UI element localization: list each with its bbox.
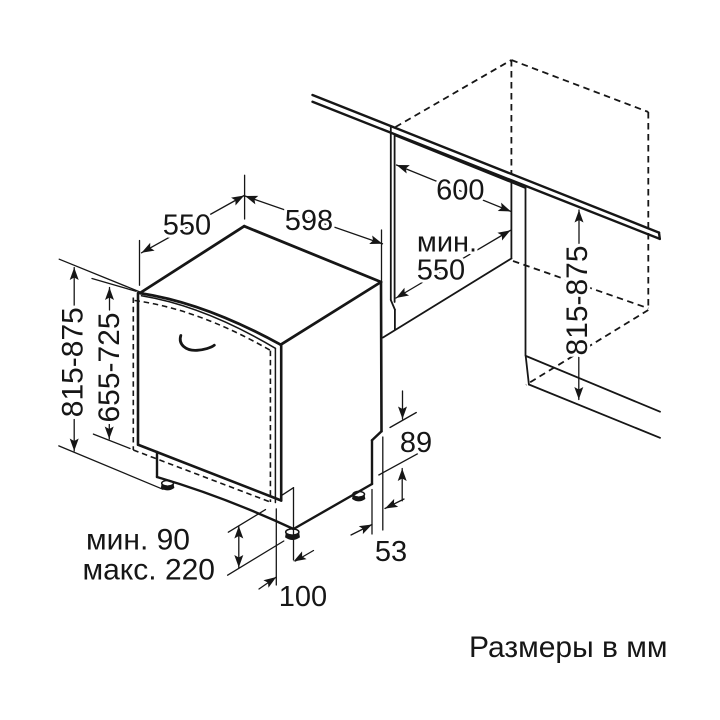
svg-text:600: 600 bbox=[436, 175, 484, 207]
svg-text:мин. 90: мин. 90 bbox=[86, 524, 190, 557]
svg-text:53: 53 bbox=[375, 536, 407, 568]
svg-text:Размеры в мм: Размеры в мм bbox=[469, 631, 668, 664]
svg-text:550: 550 bbox=[163, 210, 211, 242]
svg-text:550: 550 bbox=[417, 255, 465, 287]
svg-text:655-725: 655-725 bbox=[93, 312, 126, 422]
svg-text:100: 100 bbox=[279, 581, 327, 613]
svg-text:мин.: мин. bbox=[417, 227, 477, 259]
svg-text:598: 598 bbox=[285, 205, 333, 237]
svg-text:815-875: 815-875 bbox=[57, 307, 90, 417]
svg-text:макс. 220: макс. 220 bbox=[83, 554, 216, 587]
svg-text:815-875: 815-875 bbox=[561, 245, 594, 355]
svg-text:89: 89 bbox=[400, 427, 432, 459]
